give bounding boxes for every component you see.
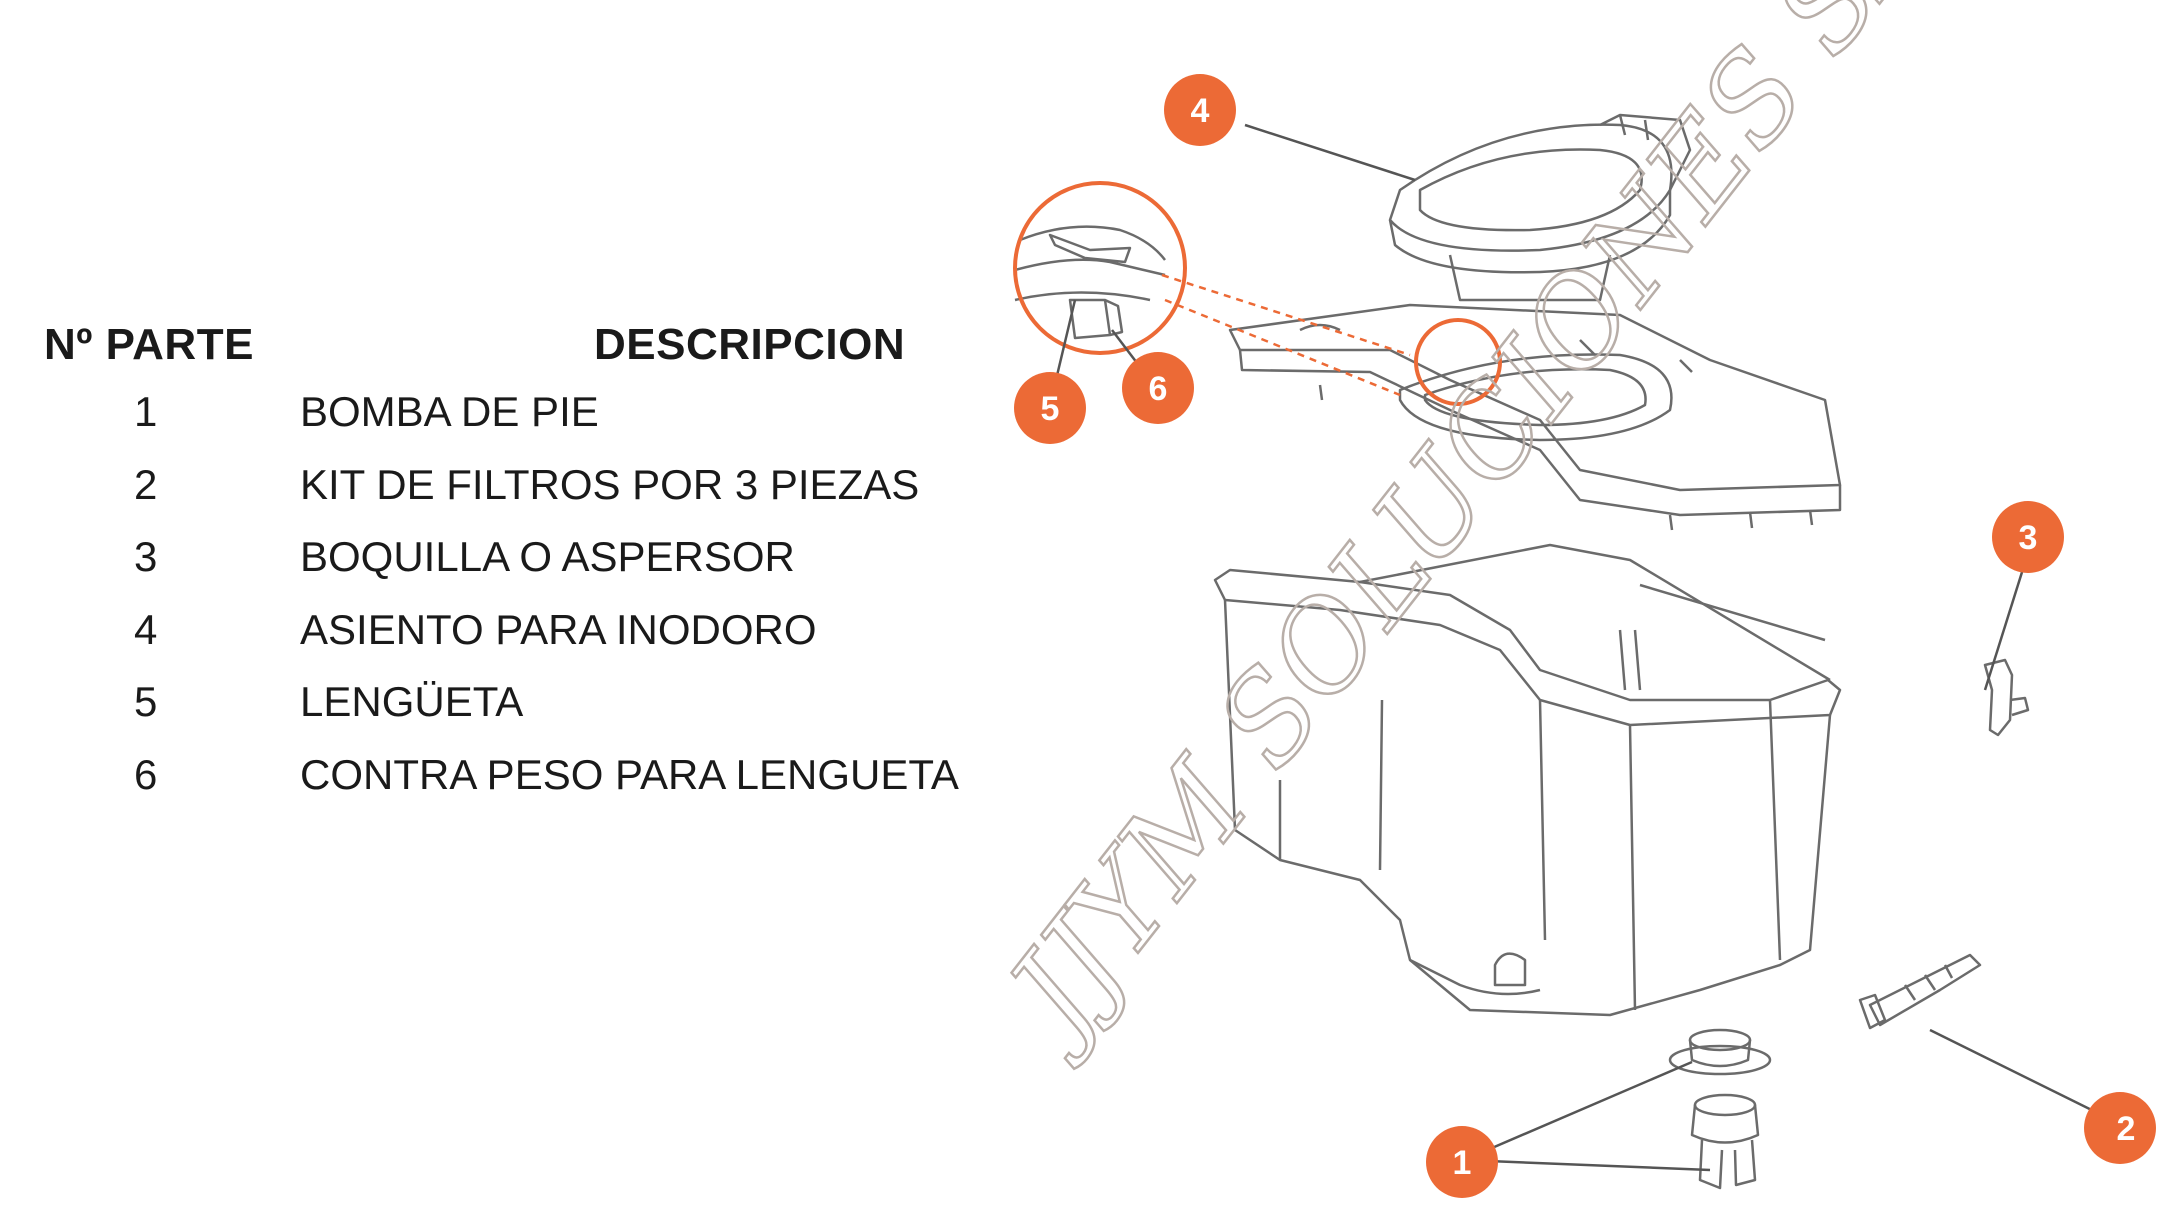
table-row: 3 BOQUILLA O ASPERSOR bbox=[44, 533, 1004, 606]
callout-2: 2 bbox=[2084, 1092, 2156, 1164]
header-part-number: Nº PARTE bbox=[44, 320, 254, 369]
callout-4: 4 bbox=[1164, 74, 1236, 146]
foot-pump-drawing bbox=[1668, 1028, 1772, 1190]
callout-1: 1 bbox=[1426, 1126, 1498, 1198]
callout-6: 6 bbox=[1122, 352, 1194, 424]
zoom-circle bbox=[1013, 181, 1187, 355]
part-description: BOQUILLA O ASPERSOR bbox=[300, 533, 795, 581]
zoom-leader-lines bbox=[1161, 273, 1411, 397]
part-number: 4 bbox=[134, 605, 158, 653]
part-description: ASIENTO PARA INODORO bbox=[300, 605, 817, 653]
table-row: 2 KIT DE FILTROS POR 3 PIEZAS bbox=[44, 461, 1004, 534]
header-description: DESCRIPCION bbox=[594, 320, 906, 369]
nozzle-drawing bbox=[1983, 658, 2030, 737]
part-number: 1 bbox=[134, 388, 158, 435]
zoom-target-circle bbox=[1414, 318, 1502, 406]
zoom-detail-drawing bbox=[1014, 225, 1166, 340]
svg-text:2: 2 bbox=[2117, 1110, 2136, 1148]
table-row: 5 LENGÜETA bbox=[44, 678, 1004, 751]
watermark: JJYM SOLUCIONES SAS bbox=[980, 0, 2012, 1074]
part-number: 5 bbox=[134, 678, 158, 726]
part-number: 2 bbox=[134, 460, 158, 508]
filter-kit-drawing bbox=[1858, 953, 1982, 1030]
tank-drawing bbox=[1213, 543, 1842, 1017]
svg-text:4: 4 bbox=[1191, 92, 1210, 130]
callout-3: 3 bbox=[1992, 501, 2064, 573]
table-row: 1 BOMBA DE PIE bbox=[44, 388, 1004, 461]
top-cover-drawing bbox=[1228, 303, 1842, 531]
table-row: 4 ASIENTO PARA INODORO bbox=[44, 606, 1004, 679]
svg-text:3: 3 bbox=[2019, 519, 2038, 557]
callout-5: 5 bbox=[1014, 372, 1086, 444]
exploded-diagram-svg: 4 5 6 3 2 1 JJYM SOLUCIONES SAS bbox=[980, 0, 2156, 1198]
toilet-seat-drawing bbox=[1388, 113, 1692, 302]
exploded-diagram: 4 5 6 3 2 1 JJYM SOLUCIONES SAS bbox=[980, 0, 2160, 1215]
table-row: 6 CONTRA PESO PARA LENGUETA bbox=[44, 751, 1004, 824]
svg-text:5: 5 bbox=[1041, 390, 1060, 428]
svg-text:6: 6 bbox=[1149, 370, 1168, 408]
parts-table-header: Nº PARTE DESCRIPCION bbox=[44, 320, 1004, 388]
callout-leaders bbox=[1048, 123, 2123, 1172]
part-description: CONTRA PESO PARA LENGUETA bbox=[300, 750, 959, 798]
part-number: 3 bbox=[134, 533, 158, 581]
part-number: 6 bbox=[134, 750, 158, 798]
part-description: KIT DE FILTROS POR 3 PIEZAS bbox=[300, 460, 920, 508]
svg-text:1: 1 bbox=[1453, 1144, 1472, 1182]
parts-table: Nº PARTE DESCRIPCION 1 BOMBA DE PIE 2 KI… bbox=[44, 320, 1004, 824]
part-description: LENGÜETA bbox=[300, 678, 524, 726]
part-description: BOMBA DE PIE bbox=[300, 388, 599, 435]
